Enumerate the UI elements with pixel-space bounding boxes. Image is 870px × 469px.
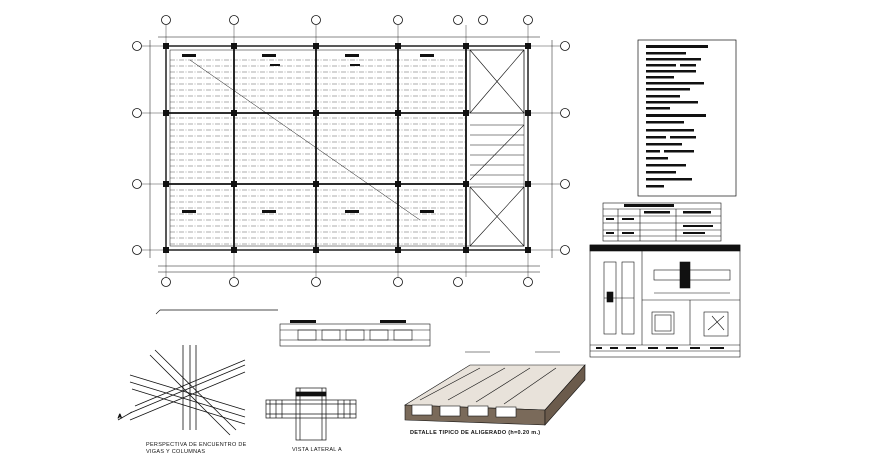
- lateral-view: [265, 387, 357, 441]
- grid-axis-lines: [142, 25, 560, 277]
- roof-framing-plan: [132, 15, 570, 287]
- perspective-caption-line1: PERSPECTIVA DE ENCUENTRO DE: [146, 442, 247, 448]
- grid-bubbles-sides: [132, 41, 570, 255]
- beam-tags: [182, 54, 434, 213]
- material-table: [602, 202, 722, 242]
- aligerado-caption: DETALLE TIPICO DE ALIGERADO (h=0.20 m.): [410, 430, 540, 436]
- grid-bubbles-top: [161, 15, 533, 25]
- open-bays: [469, 49, 525, 247]
- perspective-caption-line2: VIGAS Y COLUMNAS: [146, 449, 205, 455]
- detail-mark-a: A: [118, 414, 122, 420]
- aligerado-3d-detail: [403, 351, 586, 426]
- plan-outline: [165, 45, 529, 251]
- slab-section: [155, 309, 431, 347]
- general-notes: [637, 39, 737, 197]
- column-detail-sheet: [589, 244, 741, 358]
- joist-lines: [170, 59, 466, 245]
- joint-perspective: A: [118, 345, 246, 436]
- section-line: [189, 59, 421, 221]
- lateral-caption: VISTA LATERAL A: [292, 447, 342, 453]
- columns: [163, 43, 531, 253]
- perspective-caption: PERSPECTIVA DE ENCUENTRO DE VIGAS Y COLU…: [146, 442, 247, 455]
- dimension-lines: [149, 36, 553, 273]
- grid-bubbles-bottom: [161, 277, 533, 287]
